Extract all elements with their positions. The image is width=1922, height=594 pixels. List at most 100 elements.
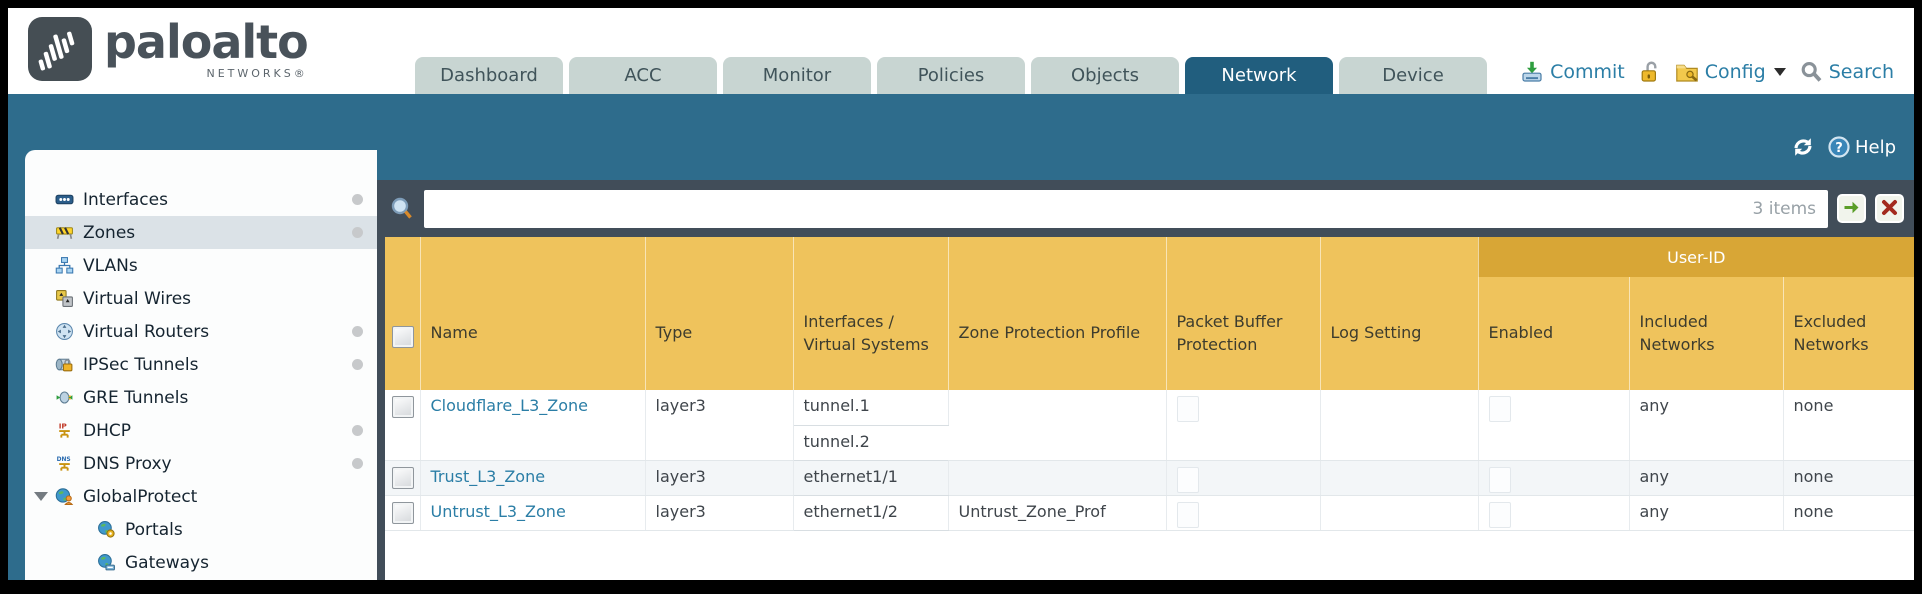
expander-triangle-icon[interactable] — [34, 492, 48, 501]
select-all-column-header — [385, 277, 421, 390]
packet-buffer-protection-cell — [1166, 460, 1321, 496]
sidebar-item-label: IPSec Tunnels — [83, 354, 199, 375]
log-setting-cell — [1320, 390, 1479, 461]
panel-separator — [377, 237, 385, 580]
tab-device[interactable]: Device — [1339, 57, 1487, 94]
sidebar-item-virtual-wires[interactable]: Virtual Wires — [25, 282, 377, 315]
paloalto-logo-icon — [28, 17, 92, 81]
help-button[interactable]: ? Help — [1827, 135, 1896, 159]
column-header-enabled[interactable]: Enabled — [1478, 277, 1630, 390]
tab-monitor[interactable]: Monitor — [723, 57, 871, 94]
config-label: Config — [1704, 61, 1766, 83]
svg-text:IP: IP — [59, 421, 68, 430]
row-select-checkbox[interactable] — [392, 466, 414, 489]
apply-filter-button[interactable] — [1837, 194, 1866, 223]
help-icon: ? — [1827, 135, 1851, 159]
sidebar-item-ipsec-tunnels[interactable]: IPSec Tunnels — [25, 348, 377, 381]
user-id-enabled-cell — [1478, 460, 1630, 496]
select-all-checkbox[interactable] — [392, 325, 414, 348]
interface-cell: ethernet1/1 — [793, 460, 949, 496]
status-dot — [352, 326, 363, 337]
filter-input[interactable] — [424, 189, 1753, 228]
vlans-icon — [55, 256, 74, 275]
sidebar-item-globalprotect[interactable]: GlobalProtect — [25, 480, 377, 513]
config-menu-button[interactable]: Config — [1675, 60, 1786, 84]
search-icon — [1799, 60, 1823, 84]
column-header-type[interactable]: Type — [645, 277, 794, 390]
sidebar-item-label: VLANs — [83, 255, 138, 276]
included-networks-cell: any — [1629, 495, 1784, 531]
column-header-packet-buffer-protection[interactable]: Packet Buffer Protection — [1166, 277, 1321, 390]
chevron-down-icon — [1773, 68, 1786, 76]
status-dot — [352, 458, 363, 469]
tab-acc[interactable]: ACC — [569, 57, 717, 94]
virtual-routers-icon — [55, 322, 74, 341]
zone-name-link[interactable]: Cloudflare_L3_Zone — [430, 396, 588, 415]
unlocked-padlock-icon[interactable] — [1638, 60, 1662, 84]
status-dot — [352, 425, 363, 436]
sidebar-item-label: Virtual Wires — [83, 288, 192, 309]
status-dot — [352, 359, 363, 370]
sidebar-item-gre-tunnels[interactable]: GRE Tunnels — [25, 381, 377, 414]
sidebar-item-gateways[interactable]: Gateways — [25, 546, 377, 579]
column-header-included-networks[interactable]: Included Networks — [1629, 277, 1784, 390]
dhcp-icon: IP — [55, 421, 74, 440]
interface-cell: tunnel.1 — [793, 390, 949, 426]
column-header-zone-protection-profile[interactable]: Zone Protection Profile — [948, 277, 1167, 390]
column-header-log-setting[interactable]: Log Setting — [1320, 277, 1479, 390]
clear-filter-button[interactable] — [1875, 194, 1904, 223]
sidebar-item-label: GlobalProtect — [83, 486, 198, 507]
search-button[interactable]: Search — [1799, 60, 1894, 84]
included-networks-cell: any — [1629, 390, 1784, 461]
column-header-name[interactable]: Name — [420, 277, 646, 390]
zone-name-link[interactable]: Trust_L3_Zone — [430, 466, 546, 486]
log-setting-cell — [1320, 495, 1479, 531]
sidebar-item-virtual-routers[interactable]: Virtual Routers — [25, 315, 377, 348]
refresh-icon[interactable] — [1791, 135, 1815, 159]
zone-name-link[interactable]: Untrust_L3_Zone — [430, 501, 566, 521]
header-actions: Commit Config Search — [1520, 60, 1894, 84]
excluded-networks-cell: none — [1783, 495, 1914, 531]
virtual-wires-icon — [55, 289, 74, 308]
paloalto-logo: paloalto NETWORKS® — [28, 17, 309, 81]
sidebar-item-interfaces[interactable]: Interfaces — [25, 183, 377, 216]
svg-text:DNS: DNS — [57, 457, 71, 463]
row-select-cell — [385, 390, 421, 461]
sidebar-item-label: GRE Tunnels — [83, 387, 189, 408]
status-dot — [352, 227, 363, 238]
sidebar-item-vlans[interactable]: VLANs — [25, 249, 377, 282]
sidebar-item-portals[interactable]: Portals — [25, 513, 377, 546]
zones-icon — [55, 223, 74, 242]
interface-cell: tunnel.2 — [793, 425, 948, 461]
tab-dashboard[interactable]: Dashboard — [415, 57, 563, 94]
sidebar-item-label: Zones — [83, 222, 136, 243]
tab-network[interactable]: Network — [1185, 57, 1333, 94]
interface-cell: ethernet1/2 — [793, 495, 949, 531]
commit-icon — [1520, 60, 1544, 84]
tab-objects[interactable]: Objects — [1031, 57, 1179, 94]
sidebar-item-zones[interactable]: Zones — [25, 216, 377, 249]
row-select-checkbox[interactable] — [392, 396, 414, 418]
zone-protection-profile-cell — [948, 460, 1167, 496]
row-select-cell — [385, 495, 421, 531]
column-header-excluded-networks[interactable]: Excluded Networks — [1783, 277, 1914, 390]
row-select-checkbox[interactable] — [392, 501, 414, 524]
packet-buffer-protection-checkbox — [1176, 466, 1199, 493]
tab-policies[interactable]: Policies — [877, 57, 1025, 94]
user-id-enabled-checkbox — [1488, 501, 1511, 528]
clear-filter-icon — [1880, 198, 1899, 220]
zone-type-cell: layer3 — [645, 495, 794, 531]
column-header-interfaces-virtual-systems[interactable]: Interfaces / Virtual Systems — [793, 277, 949, 390]
interfaces-icon — [55, 190, 74, 209]
excluded-networks-cell: none — [1783, 460, 1914, 496]
user-id-enabled-checkbox — [1488, 466, 1511, 493]
commit-button[interactable]: Commit — [1520, 60, 1625, 84]
